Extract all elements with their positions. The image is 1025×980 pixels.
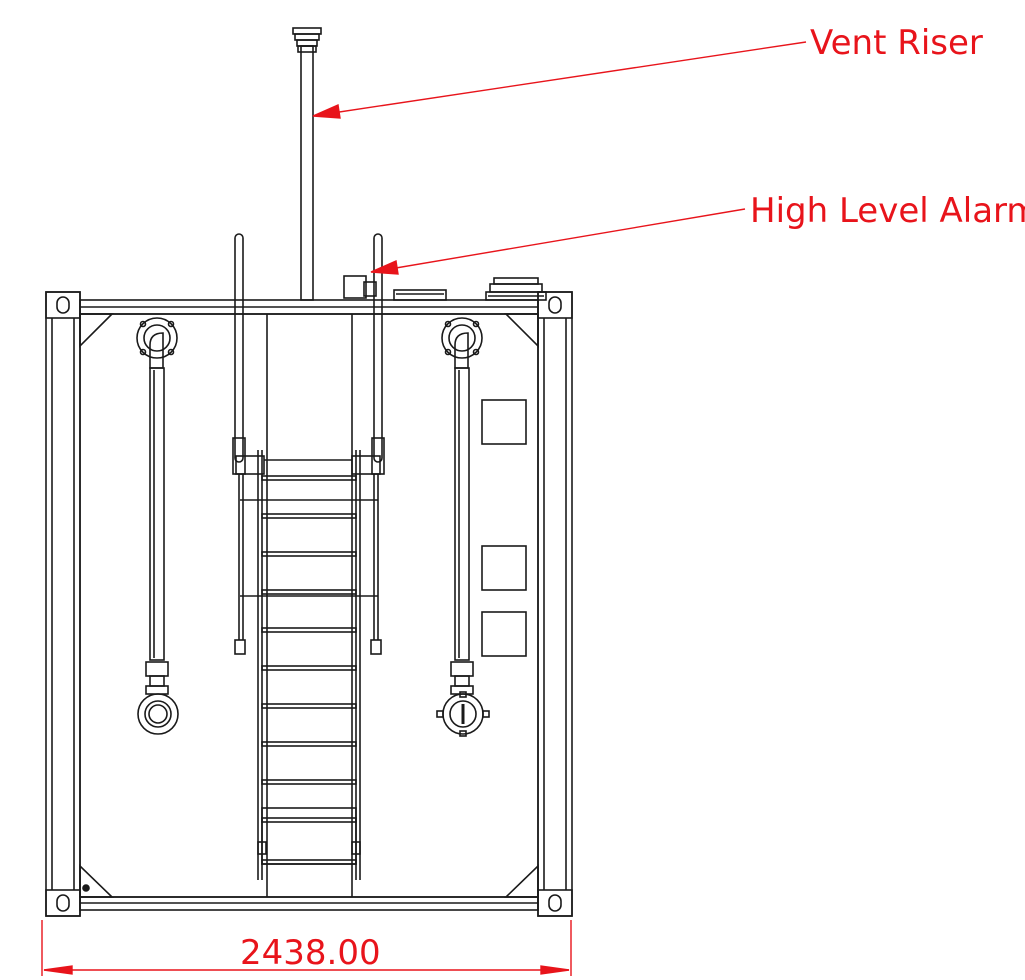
vent-riser-label: Vent Riser [810, 23, 983, 63]
ladder-handrail-left [232, 233, 246, 655]
overall-width-dimension [41, 920, 572, 976]
ladder-well [266, 314, 353, 897]
side-panel-bottom [481, 611, 527, 657]
overall-width-label: 2438.00 [240, 933, 381, 973]
side-panel-middle [481, 545, 527, 591]
vent-riser-pipe [292, 27, 322, 301]
top-hatch-left [393, 289, 447, 301]
high-level-alarm-unit [343, 275, 377, 299]
high-level-alarm-leader [370, 208, 746, 275]
container-frame [45, 291, 573, 917]
top-hatch-right [485, 277, 547, 301]
pipe-right [436, 317, 490, 737]
ladder-handrail-right [370, 233, 385, 655]
high-level-alarm-label: High Level Alarm [750, 191, 1025, 231]
vent-riser-leader [312, 41, 807, 119]
pipe-left [136, 317, 179, 735]
side-panel-top [481, 399, 527, 445]
ladder [235, 450, 381, 880]
